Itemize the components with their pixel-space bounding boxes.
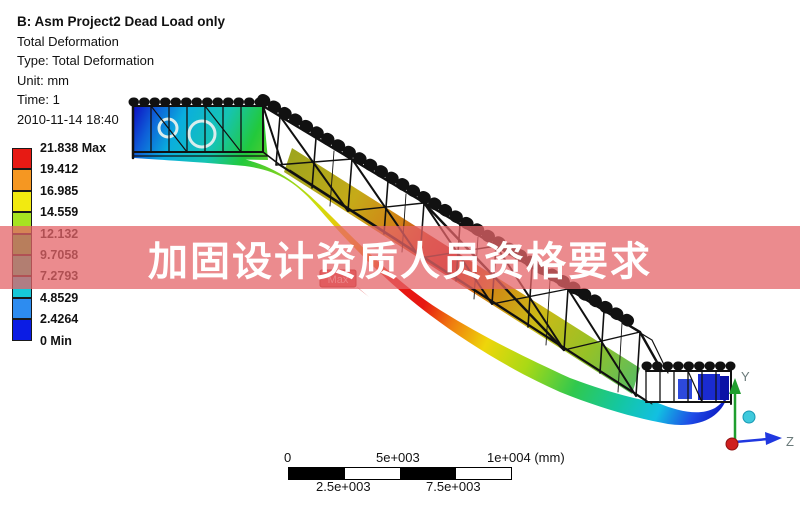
- result-title: B: Asm Project2 Dead Load only: [17, 14, 226, 29]
- deformed-shell: [133, 106, 728, 425]
- x-axis-ball[interactable]: [725, 437, 739, 451]
- z-axis-arrowhead[interactable]: [765, 432, 782, 445]
- ruler-label-0: 0: [284, 450, 292, 465]
- lower-landing-members: [678, 374, 729, 400]
- watermark-text: 加固设计资质人员资格要求: [148, 239, 652, 284]
- ruler-segment: [400, 468, 456, 479]
- result-line-time: Time: 1: [17, 92, 60, 107]
- legend-swatch: [12, 148, 32, 170]
- ruler-label-mid: 5e+003: [376, 450, 420, 465]
- ruler-segment: [455, 468, 511, 479]
- legend-swatch: [12, 297, 32, 320]
- ruler-bar: [288, 467, 512, 480]
- legend-label-min: 0 Min: [40, 333, 72, 348]
- ruler-segment: [344, 468, 400, 479]
- legend-label: 14.559: [40, 205, 79, 220]
- y-axis-label: Y: [741, 369, 750, 384]
- ruler-label-q3: 7.5e+003: [426, 479, 481, 494]
- orientation-triad: Y Z: [725, 369, 794, 451]
- legend-swatch: [12, 190, 32, 213]
- y-axis-arrowhead[interactable]: [729, 378, 741, 394]
- legend-label: 2.4264: [40, 312, 79, 327]
- result-line-type: Type: Total Deformation: [17, 53, 155, 68]
- ruler-label-end: 1e+004 (mm): [487, 450, 565, 465]
- z-axis-label: Z: [786, 434, 794, 449]
- result-line-deformation: Total Deformation: [17, 33, 119, 49]
- z-axis-arrow[interactable]: [734, 437, 769, 444]
- watermark-banner: 加固设计资质人员资格要求: [0, 226, 800, 289]
- result-line-unit: Unit: mm: [17, 72, 69, 88]
- result-info-block: B: Asm Project2 Dead Load only Total Def…: [17, 12, 225, 129]
- ruler-segment: [289, 468, 345, 479]
- result-line-date: 2010-11-14 18:40: [17, 111, 119, 127]
- legend-swatch: [12, 319, 32, 341]
- ruler-label-q1: 2.5e+003: [316, 479, 371, 494]
- legend-label: 4.8529: [40, 290, 79, 305]
- legend-label: 19.412: [40, 162, 79, 177]
- legend-label: 16.985: [40, 183, 79, 198]
- iso-ball-icon[interactable]: [742, 410, 756, 424]
- legend-label-max: 21.838 Max: [40, 141, 107, 155]
- legend-swatch: [12, 169, 32, 191]
